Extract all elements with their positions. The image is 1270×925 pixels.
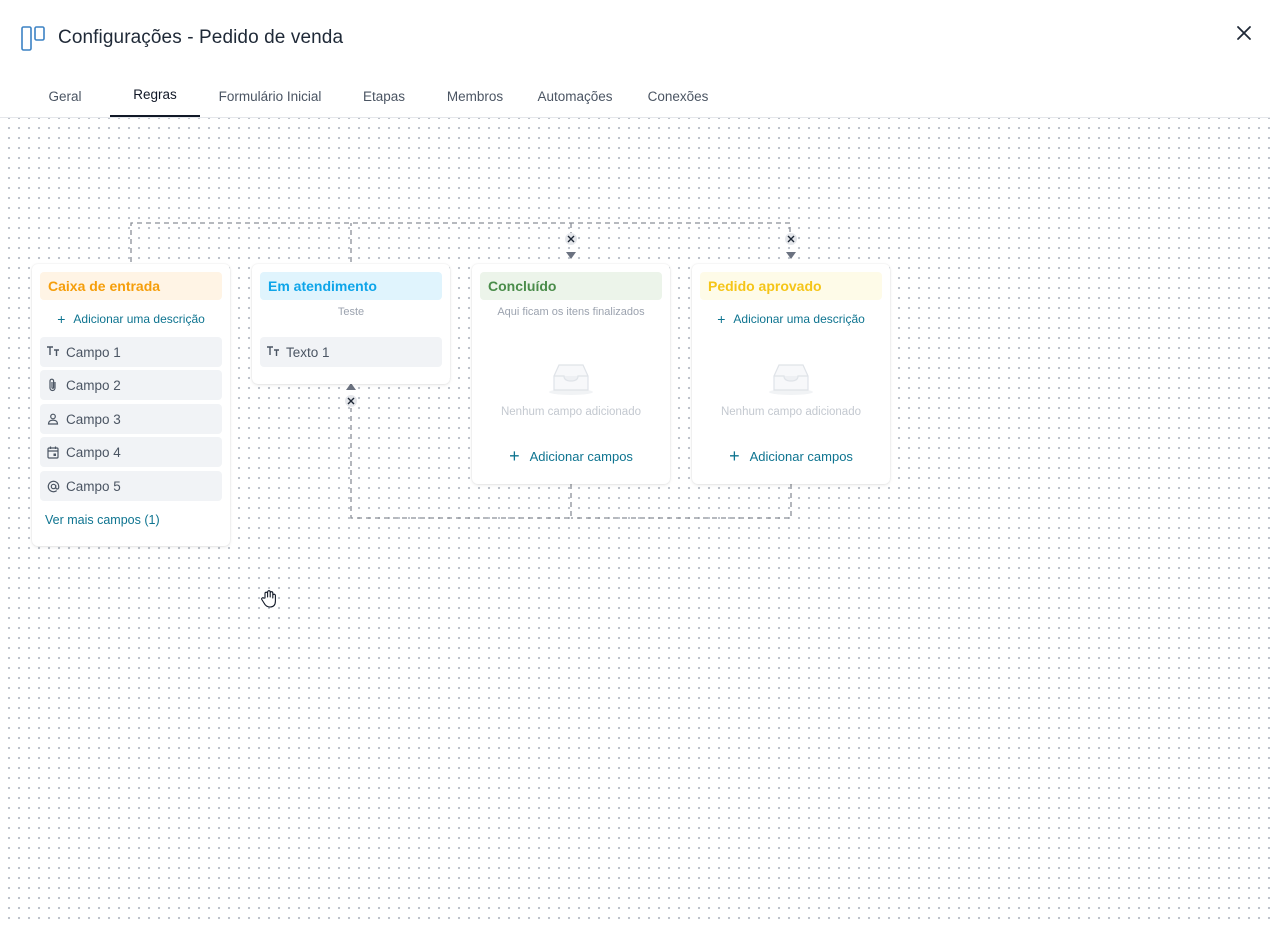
tab-conexoes[interactable]: Conexões xyxy=(647,88,709,104)
stage-card-pedido-aprovado[interactable]: Pedido aprovado + Adicionar uma descriçã… xyxy=(692,264,890,484)
plus-icon: + xyxy=(509,446,520,466)
add-fields-label: Adicionar campos xyxy=(749,449,853,464)
tab-membros[interactable]: Membros xyxy=(446,88,504,104)
add-fields-button[interactable]: + Adicionar campos xyxy=(472,446,670,467)
field-label: Texto 1 xyxy=(286,344,330,360)
field-item[interactable]: Campo 2 xyxy=(40,370,222,400)
field-item[interactable]: Texto 1 xyxy=(260,337,442,367)
paperclip-icon xyxy=(46,378,60,392)
field-item[interactable]: Campo 3 xyxy=(40,404,222,434)
stage-card-concluido[interactable]: Concluído Aqui ficam os itens finalizado… xyxy=(472,264,670,484)
stage-description[interactable]: Aqui ficam os itens finalizados xyxy=(497,306,645,318)
stage-description[interactable]: Teste xyxy=(337,306,365,318)
stage-title: Em atendimento xyxy=(260,272,442,300)
tab-regras[interactable]: Regras xyxy=(110,74,200,117)
add-description-button[interactable]: + Adicionar uma descrição xyxy=(692,311,890,327)
plus-icon: + xyxy=(729,446,740,466)
remove-connection-button[interactable] xyxy=(785,233,797,245)
stage-card-caixa-de-entrada[interactable]: Caixa de entrada + Adicionar uma descriç… xyxy=(32,264,230,546)
tab-etapas[interactable]: Etapas xyxy=(362,88,406,104)
add-fields-button[interactable]: + Adicionar campos xyxy=(692,446,890,467)
tab-formulario-inicial[interactable]: Formulário Inicial xyxy=(218,88,322,104)
field-label: Campo 4 xyxy=(66,444,121,460)
text-type-icon xyxy=(266,345,280,359)
field-item[interactable]: Campo 5 xyxy=(40,471,222,501)
at-sign-icon xyxy=(46,479,60,493)
view-more-fields-link[interactable]: Ver mais campos (1) xyxy=(45,513,160,527)
page-title: Configurações - Pedido de venda xyxy=(58,27,344,48)
dialog-header: Configurações - Pedido de venda Geral Re… xyxy=(0,0,1270,118)
add-description-label: Adicionar uma descrição xyxy=(733,312,865,326)
stage-title: Pedido aprovado xyxy=(700,272,882,300)
remove-connection-button[interactable] xyxy=(565,233,577,245)
stage-title: Concluído xyxy=(480,272,662,300)
user-icon xyxy=(46,412,60,426)
close-icon xyxy=(347,397,355,405)
remove-connection-button[interactable] xyxy=(345,395,357,407)
close-icon xyxy=(567,235,575,243)
add-description-button[interactable]: + Adicionar uma descrição xyxy=(32,311,230,327)
field-item[interactable]: Campo 1 xyxy=(40,337,222,367)
empty-state-text: Nenhum campo adicionado xyxy=(500,406,641,418)
field-item[interactable]: Campo 4 xyxy=(40,437,222,467)
empty-state: Nenhum campo adicionado xyxy=(472,362,670,418)
inbox-tray-icon xyxy=(769,364,813,395)
close-icon[interactable] xyxy=(1233,22,1255,44)
text-type-icon xyxy=(46,345,60,359)
board-columns-icon xyxy=(21,26,47,57)
tab-geral[interactable]: Geral xyxy=(48,88,82,104)
grab-hand-icon xyxy=(260,589,278,614)
empty-state: Nenhum campo adicionado xyxy=(692,362,890,418)
close-icon xyxy=(787,235,795,243)
tab-automacoes[interactable]: Automações xyxy=(537,88,613,104)
plus-icon: + xyxy=(717,311,726,327)
add-description-label: Adicionar uma descrição xyxy=(73,312,205,326)
plus-icon: + xyxy=(57,311,66,327)
calendar-icon xyxy=(46,445,60,459)
field-label: Campo 2 xyxy=(66,377,121,393)
field-label: Campo 5 xyxy=(66,478,121,494)
stage-title: Caixa de entrada xyxy=(40,272,222,300)
inbox-tray-icon xyxy=(549,364,593,395)
field-label: Campo 1 xyxy=(66,344,121,360)
add-fields-label: Adicionar campos xyxy=(529,449,633,464)
empty-state-text: Nenhum campo adicionado xyxy=(720,406,861,418)
field-label: Campo 3 xyxy=(66,411,121,427)
stage-card-em-atendimento[interactable]: Em atendimento Teste Texto 1 xyxy=(252,264,450,384)
